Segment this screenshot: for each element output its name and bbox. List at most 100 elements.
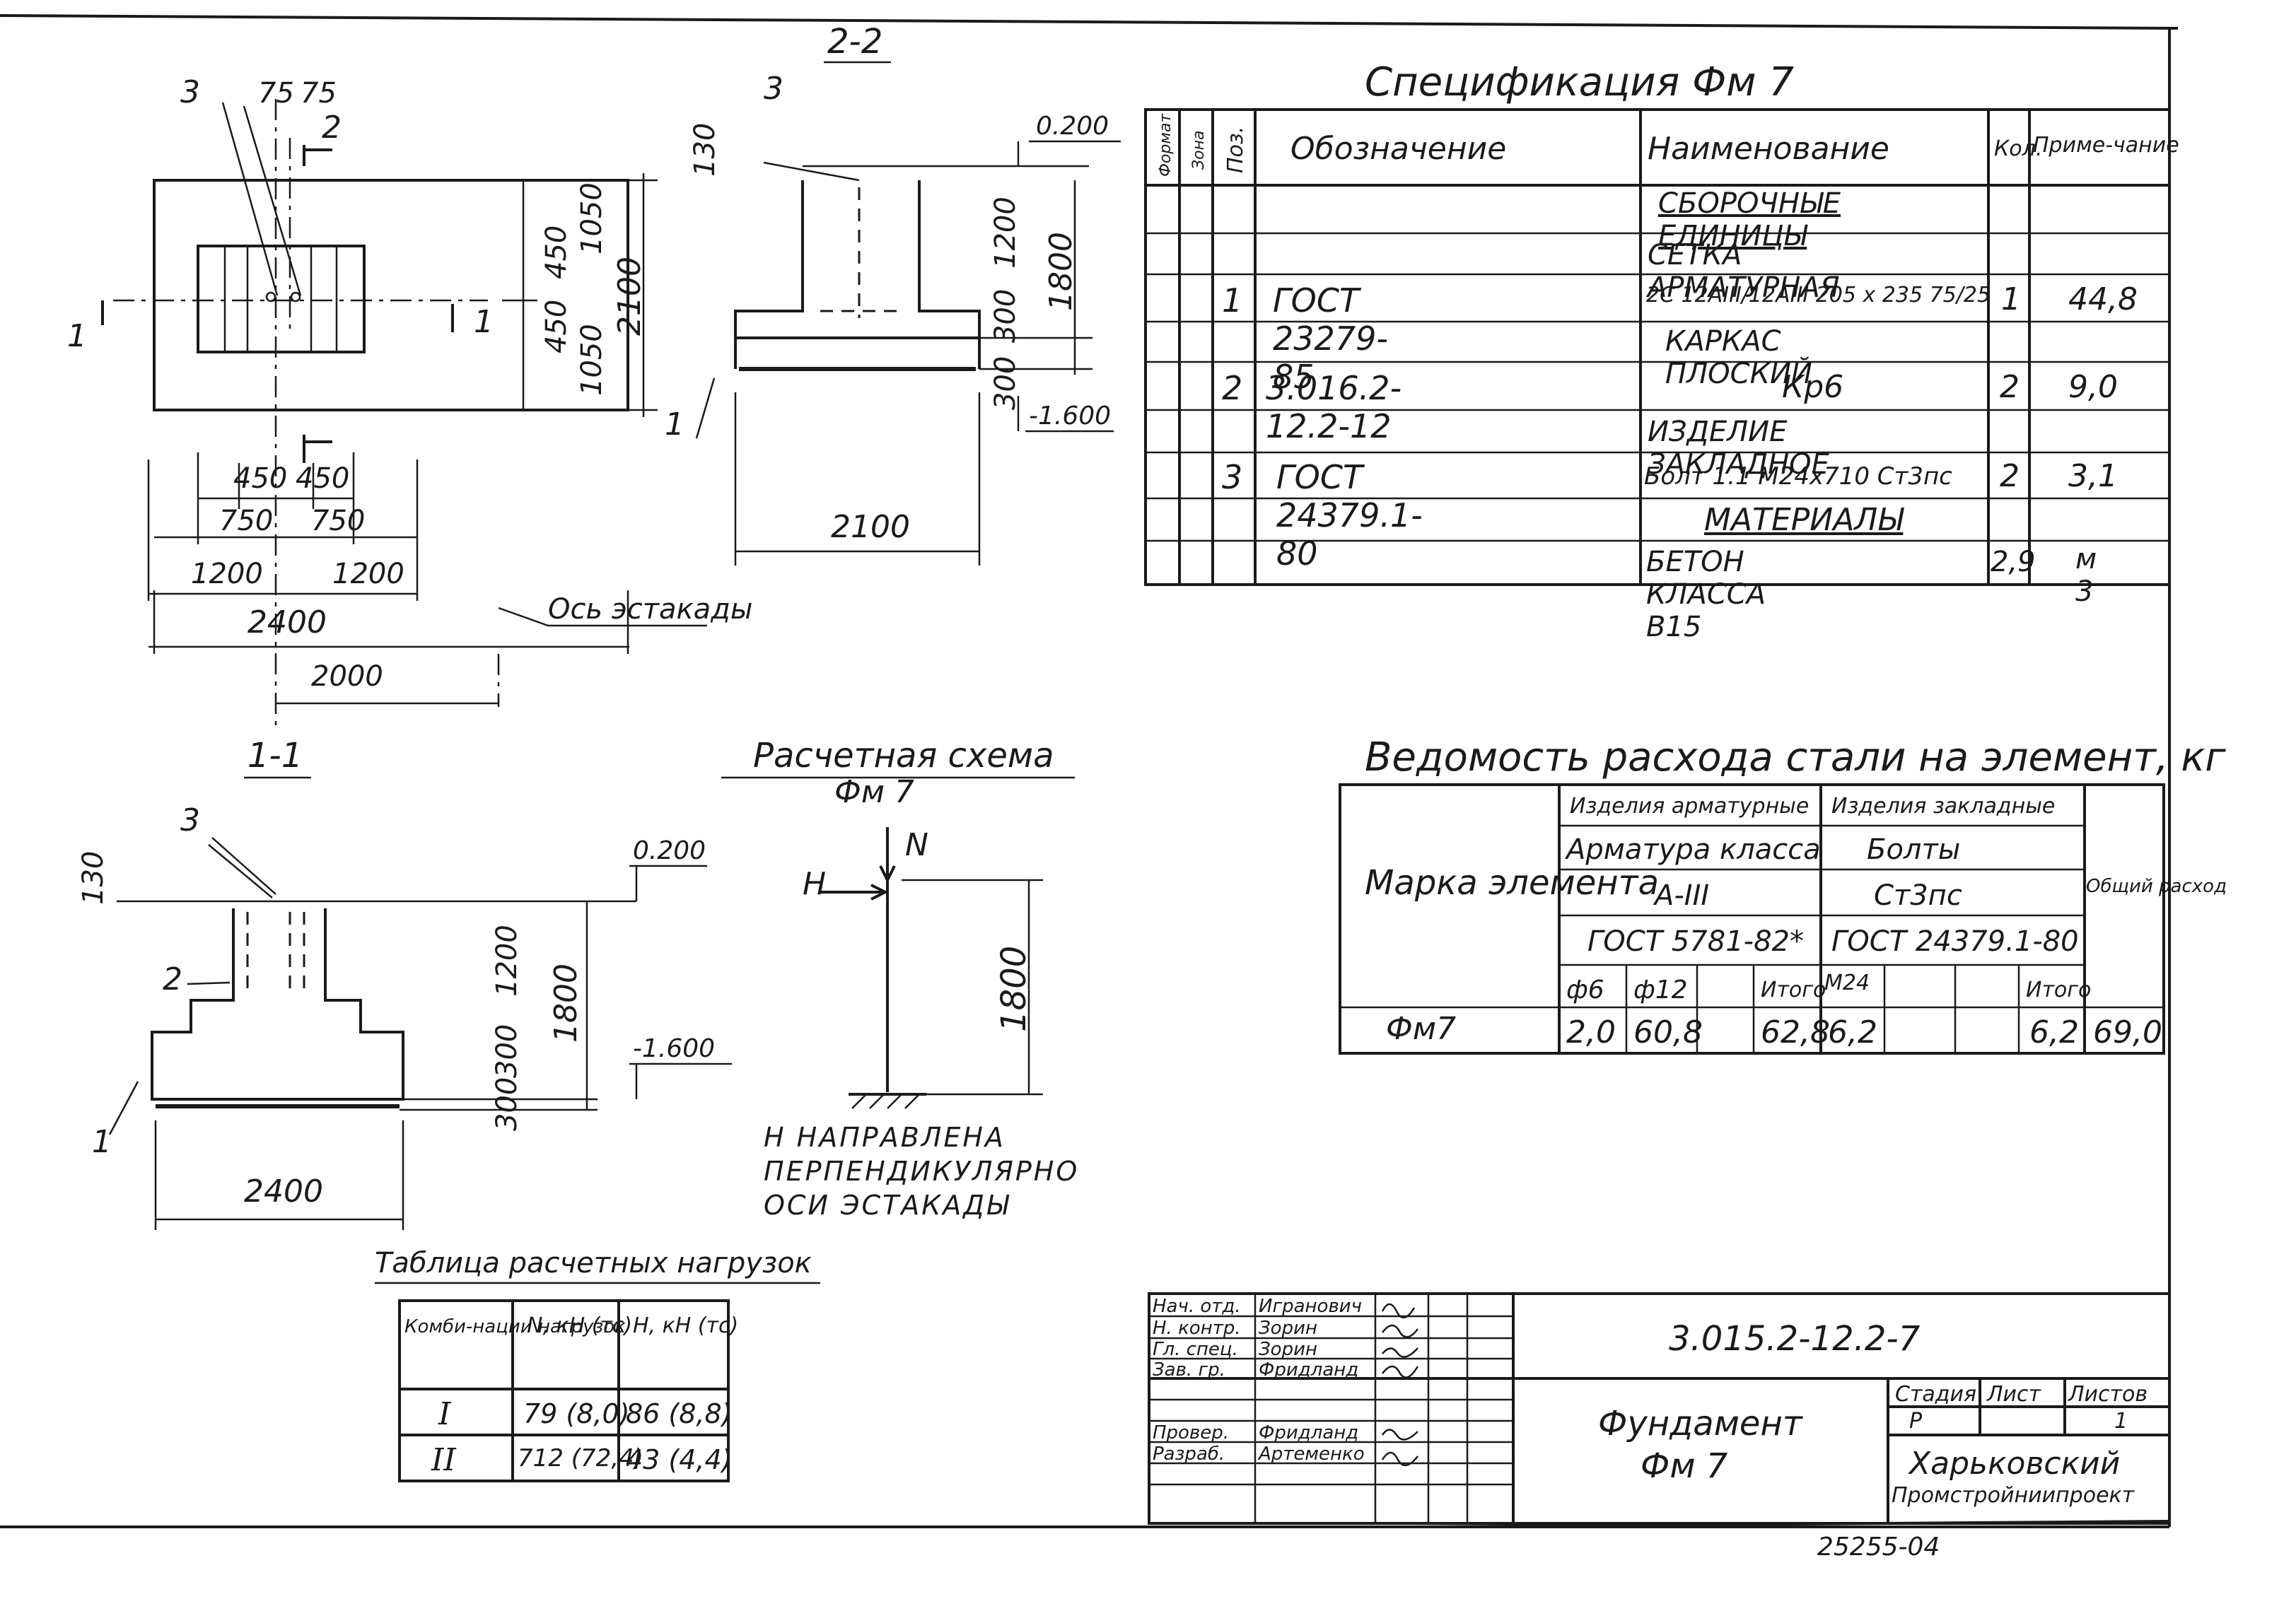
role-6: Разраб. [1153,1443,1225,1465]
steel-g1-sub3: ГОСТ 5781-82* [1587,925,1804,958]
spec-row-4-qty: 2 [2000,369,2020,405]
plan-dim-750b: 750 [311,505,365,537]
plan-dim-2400: 2400 [247,604,327,640]
name-0: Игранович [1259,1296,1363,1317]
spec-row-0-name: Сборочные единицы [1658,187,1841,252]
spec-h-format: Формат [1157,113,1175,177]
spec-row-1-name: Сетка арматурная [1648,239,1840,304]
spec-row-4-name: Кр6 [1782,369,1844,405]
spec-row-2-qty: 1 [2001,281,2021,317]
plan-dim-2000: 2000 [311,660,383,693]
spec-table: Спецификация Фм 7 Формат Зона Поз. Обозн… [1144,59,2179,586]
steel-g2-sub3: ГОСТ 24379.1-80 [1831,925,2079,958]
loads-row-1-H: 43 (4,4) [626,1444,733,1475]
steel-col-4: М24 [1824,971,1870,995]
spec-h-qty: Кол. [1994,136,2042,161]
stage-header: Стадия [1895,1382,1976,1407]
spec-h-pos: Поз. [1223,127,1248,173]
spec-row-4-note: 9,0 [2068,369,2118,405]
sec22-dim-1200: 1200 [989,197,1022,269]
sec11-dim-300a: 300 [491,1024,523,1078]
steel-row-total: 69,0 [2093,1014,2162,1050]
plan-dim-450b: 450 [540,300,573,353]
sheets-value: 1 [2114,1409,2128,1434]
stage-value: Р [1909,1409,1923,1434]
steel-g2-sub1: Болты [1867,833,1960,866]
steel-g1-sub1: Арматура класса [1564,833,1821,866]
doc-name-line1: Фундамент [1598,1404,1804,1443]
steel-group1: Изделия арматурные [1570,794,1809,819]
spec-row-5-name: Изделие закладное [1648,416,1829,481]
plan-dim-1200b: 1200 [332,558,404,590]
plan-dim-450a: 450 [540,226,573,279]
steel-table: Ведомость расхода стали на элемент, кг М… [1339,734,2227,1055]
loads-row-0-comb: I [438,1396,451,1432]
sec11-dim-1200: 1200 [491,925,523,997]
sec22-title: 2-2 [827,22,882,62]
section-2-2: 2-2 3 1 130 1200 1800 300 300 2100 0.200… [665,22,1121,566]
spec-row-8-note: м 3 [2075,543,2097,608]
name-5: Фридланд [1259,1422,1359,1443]
plan-cut-1-right: 1 [474,304,494,340]
steel-col-7: Итого [2026,978,2091,1002]
steel-col-1: ф12 [1633,976,1688,1004]
signatures [1381,1303,1419,1466]
plan-view: 3 75 75 2 1 1 450 450 1050 1050 2100 450… [67,74,752,728]
spec-row-6-name: Болт 1.1 М24х710 Ст3пс [1644,462,1952,491]
steel-val-1: 60,8 [1633,1014,1703,1050]
scheme-height: 1800 [994,946,1034,1032]
steel-val-0: 2,0 [1566,1014,1616,1050]
role-1: Н. контр. [1153,1318,1241,1339]
sec22-level-top: 0.200 [1036,112,1109,141]
loads-h-1: N, кН (тс) [527,1313,632,1338]
steel-title: Ведомость расхода стали на элемент, кг [1365,734,2226,780]
org-line2: Промстройниипроект [1892,1483,2135,1508]
sec11-dim-2400: 2400 [244,1173,323,1210]
plan-dim-450c: 450 [233,462,287,495]
spec-row-4-pos: 2 [1222,369,1243,407]
title-block: 3.015.2-12.2-7 Фундамент Фм 7 Стадия Лис… [1148,1292,2171,1562]
scheme-title: Расчетная схема [753,736,1054,775]
role-5: Провер. [1153,1422,1230,1443]
loads-row-1-N: 712 (72,4) [518,1444,643,1472]
steel-val-3: 62,8 [1761,1014,1830,1050]
plan-dim-1050a: 1050 [576,182,608,254]
spec-h-zone: Зона [1190,131,1208,170]
scheme-note: Н направлена перпендикулярно оси эстакад… [764,1122,1080,1221]
plan-pos-2: 2 [322,110,342,146]
name-6: Артеменко [1259,1443,1365,1465]
section-1-1: 1-1 3 2 1 130 1200 1800 300 300 2400 0.2… [77,736,732,1230]
steel-val-7: 6,2 [2029,1014,2079,1050]
plan-axis-label: Ось эстакады [548,593,752,626]
sec22-dim-2100: 2100 [831,509,910,545]
spec-row-7-name: Материалы [1704,502,1904,538]
sec22-pos-1: 1 [665,406,684,443]
spec-row-8-name: Бетон класса В15 [1646,546,1766,643]
plan-dim-75b: 75 [301,77,337,110]
name-1: Зорин [1259,1318,1317,1339]
spec-h-designation: Обозначение [1290,131,1506,167]
loads-row-1-comb: II [431,1442,456,1478]
plan-dim-1050b: 1050 [576,324,608,396]
role-3: Зав. гр. [1153,1359,1225,1381]
sec11-level-bottom: -1.600 [633,1034,715,1063]
role-0: Нач. отд. [1153,1296,1241,1317]
steel-total-header: Общий расход [2086,876,2227,897]
sec11-pos-1: 1 [92,1124,112,1160]
sec11-dim-130: 130 [77,851,110,905]
loads-row-0-N: 79 (8,0) [523,1398,630,1429]
plan-dim-75a: 75 [258,77,294,110]
name-2: Зорин [1259,1339,1317,1360]
steel-col-3: Итого [1761,978,1826,1002]
scheme-H: H [803,866,826,902]
scheme-N: N [905,827,928,863]
sec11-pos-2: 2 [163,961,182,997]
loads-h-2: H, кН (тс) [633,1313,738,1338]
sec11-dim-1800: 1800 [548,964,584,1043]
loads-title: Таблица расчетных нагрузок [375,1247,812,1279]
plan-pos-3: 3 [180,74,200,110]
spec-row-2-note: 44,8 [2068,281,2138,317]
sec22-level-bottom: -1.600 [1029,402,1111,430]
sec22-dim-130: 130 [689,123,721,177]
